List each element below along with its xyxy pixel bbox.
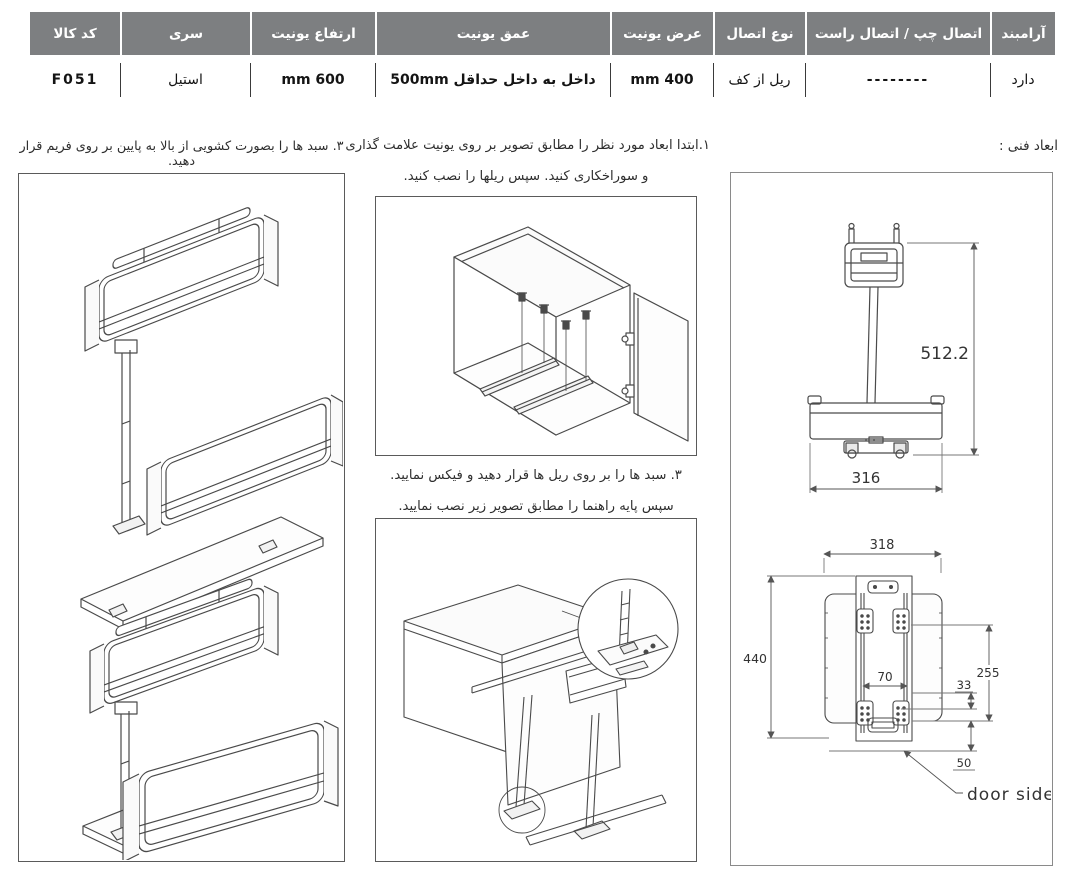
value-product-code: F051 xyxy=(51,71,99,88)
instruction-step1-line2: و سوراخکاری کنید. سپس ریلها را نصب کنید. xyxy=(403,169,649,184)
instruction-step3-line1: ۳. سبد ها را بر روی ریل ها قرار دهید و ف… xyxy=(390,468,682,483)
header-unit-width: عرض یونیت xyxy=(610,12,713,55)
top-view-dimensions xyxy=(767,550,993,794)
dim-front-height: 512.2 xyxy=(920,344,969,364)
basket-unit-drawing-bottom xyxy=(82,578,339,860)
basket-unit-drawing-top xyxy=(80,207,343,630)
instruction-step1-line1: ۱.ابتدا ابعاد مورد نظر را مطابق تصویر بر… xyxy=(345,138,710,153)
door-side-label: door side xyxy=(967,785,1051,805)
technical-dimensions-label: ابعاد فنی : xyxy=(998,138,1058,154)
header-connection-type: نوع اتصال xyxy=(713,12,805,55)
value-unit-height: 600 mm xyxy=(250,62,375,97)
dim-right-offset: 255 xyxy=(977,666,1000,680)
front-view-dimensions xyxy=(809,242,979,493)
value-connection-type: ریل از کف xyxy=(713,62,805,97)
header-unit-depth: عمق یونیت xyxy=(375,12,610,55)
instruction-left-step: ۳. سبد ها را بصورت کشویی از بالا به پایی… xyxy=(19,139,344,169)
rail-installation-drawing xyxy=(453,226,689,442)
dim-door-gap: 50 xyxy=(957,756,972,770)
value-soft-close: دارد xyxy=(990,62,1055,97)
instruction-step3: ۳. سبد ها را بر روی ریل ها قرار دهید و ف… xyxy=(375,460,697,522)
dim-top-width: 318 xyxy=(870,538,895,553)
dimension-drawings: 512.2 316 xyxy=(743,222,1051,805)
header-product-code: کد کالا xyxy=(53,25,97,42)
guide-base-installation-drawing xyxy=(403,578,679,846)
spec-table-values: F051 استیل 600 mm داخل به داخل حداقل 500… xyxy=(30,55,1055,104)
header-unit-height: ارتفاع یونیت xyxy=(250,12,375,55)
spec-table: کد کالا سری ارتفاع یونیت عمق یونیت عرض ی… xyxy=(30,12,1055,104)
value-unit-depth: داخل به داخل حداقل 500mm xyxy=(375,62,610,97)
value-unit-width: 400 mm xyxy=(610,62,713,97)
front-view-drawing xyxy=(807,222,945,459)
top-view-drawing xyxy=(824,575,943,752)
guide-base-installation-box xyxy=(375,518,697,862)
basket-unit-isometric-drawings xyxy=(80,207,343,860)
dim-top-depth: 440 xyxy=(743,651,767,666)
header-connection-side: اتصال چپ / اتصال راست xyxy=(805,12,990,55)
dim-step-offset: 33 xyxy=(957,678,972,692)
basket-unit-drawings-box xyxy=(18,173,345,862)
dim-rail-spacing: 70 xyxy=(877,670,892,684)
spec-table-header: کد کالا سری ارتفاع یونیت عمق یونیت عرض ی… xyxy=(30,12,1055,55)
dim-front-width: 316 xyxy=(852,469,881,487)
rail-installation-box xyxy=(375,196,697,456)
hinge-icons xyxy=(621,332,635,398)
instruction-step3-line2: سپس پایه راهنما را مطابق تصویر زیر نصب ن… xyxy=(398,499,674,514)
header-series: سری xyxy=(120,12,250,55)
technical-dimensions-box: 512.2 316 xyxy=(730,172,1053,866)
value-series: استیل xyxy=(120,62,250,97)
value-connection-side: -------- xyxy=(805,62,990,97)
detail-circle xyxy=(577,578,679,680)
instruction-step1: ۱.ابتدا ابعاد مورد نظر را مطابق تصویر بر… xyxy=(340,130,712,192)
header-soft-close: آرامبند xyxy=(990,12,1055,55)
screw-icons xyxy=(517,292,591,391)
